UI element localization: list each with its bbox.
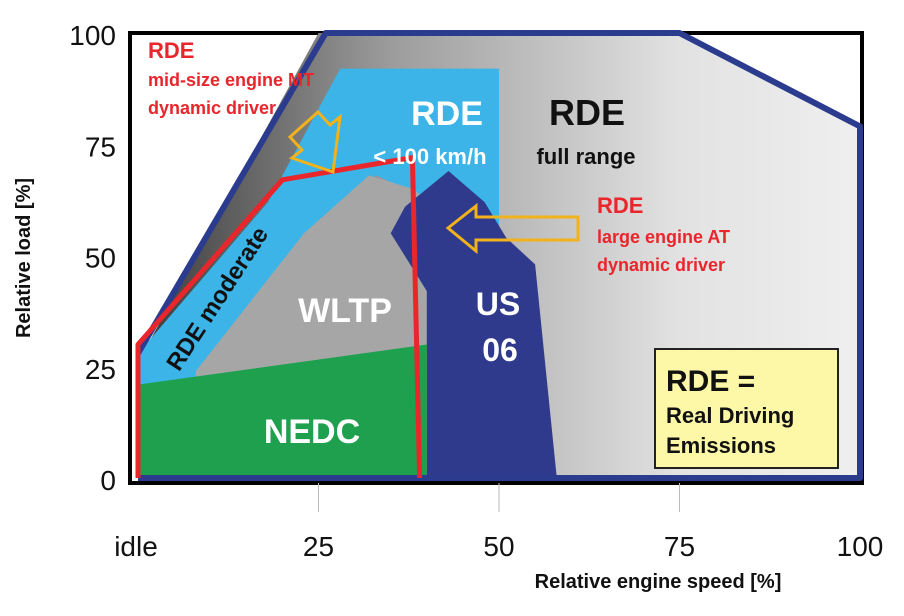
y-tick-label: 75 xyxy=(85,131,116,162)
x-tick-labels: idle 25 50 75 100 xyxy=(114,531,883,562)
rde-mid-size-engine-outline xyxy=(135,155,423,479)
x-tick-label: 75 xyxy=(664,531,695,562)
legend-line3: Emissions xyxy=(666,433,776,458)
label-rde-full-line2: full range xyxy=(536,144,635,169)
arrow-icon-mid-size-engine xyxy=(287,109,342,175)
annotation-mid-size-line2: mid-size engine MT xyxy=(148,70,314,90)
legend-line2: Real Driving xyxy=(666,403,794,428)
legend-box: RDE = Real Driving Emissions xyxy=(654,348,839,469)
y-tick-label: 0 xyxy=(100,465,116,496)
annotation-large-engine-line3: dynamic driver xyxy=(597,255,725,275)
grid-lines xyxy=(318,483,680,512)
region-nedc xyxy=(138,344,427,478)
legend-line1: RDE = xyxy=(666,365,755,398)
label-nedc: NEDC xyxy=(264,413,360,451)
legend-box-background xyxy=(654,348,839,469)
x-tick-label: 100 xyxy=(837,531,884,562)
x-axis-label: Relative engine speed [%] xyxy=(535,571,782,593)
region-us06 xyxy=(390,171,557,478)
y-tick-label: 25 xyxy=(85,354,116,385)
y-tick-label: 50 xyxy=(85,243,116,274)
label-rde-lt100-line2: < 100 km/h xyxy=(373,144,486,169)
annotation-mid-size-line3: dynamic driver xyxy=(148,98,276,118)
x-tick-label: 50 xyxy=(483,531,514,562)
label-rde-full-line1: RDE xyxy=(549,92,625,133)
label-wltp: WLTP xyxy=(298,292,392,330)
x-tick-label: idle xyxy=(114,531,158,562)
label-us06-line1: US xyxy=(476,286,520,322)
annotation-large-engine-line2: large engine AT xyxy=(597,227,730,247)
y-tick-label: 100 xyxy=(69,20,116,51)
annotation-large-engine-line1: RDE xyxy=(597,193,643,218)
x-tick-label: 25 xyxy=(303,531,334,562)
rde-full-range-boundary-line xyxy=(135,30,863,481)
label-us06-line2: 06 xyxy=(482,332,518,368)
arrow-icon-large-engine xyxy=(445,202,580,255)
y-axis-label: Relative load [%] xyxy=(13,178,35,338)
label-rde-lt100-line1: RDE xyxy=(411,95,483,133)
y-tick-labels: 0 25 50 75 100 xyxy=(69,20,116,496)
annotation-mid-size-line1: RDE xyxy=(148,38,194,63)
